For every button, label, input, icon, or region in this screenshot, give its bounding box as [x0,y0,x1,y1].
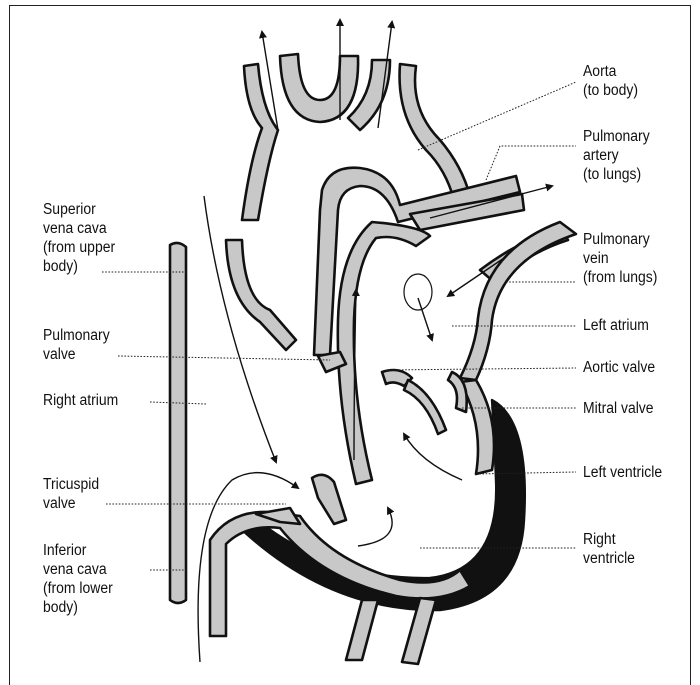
superior-vena-cava-vessel [226,240,296,350]
flow-arrow-left-atrium [418,298,432,340]
pulmonary-vein-opening [404,274,432,310]
leader-pulmonary-valve [118,356,330,360]
left-heart-wall [460,222,576,380]
label-inferior-vena-cava: Inferior vena cava (from lower body) [43,541,113,617]
aorta-arch-u [280,54,358,122]
label-aortic-valve: Aortic valve [583,358,655,377]
vena-cava-wall [170,243,186,603]
label-pulmonary-vein: Pulmonary vein (from lungs) [583,230,657,287]
inferior-vessel-left [346,600,378,660]
flow-arrow-right-ventricle [358,508,392,546]
label-pulmonary-valve: Pulmonary valve [43,326,110,364]
label-left-atrium: Left atrium [583,316,649,335]
flow-arrow-left-ventricle [404,434,462,480]
label-right-atrium: Right atrium [43,391,118,410]
label-tricuspid-valve: Tricuspid valve [43,475,99,513]
label-superior-vena-cava: Superior vena cava (from upper body) [43,200,115,276]
tricuspid-valve-papillary [312,475,346,524]
label-left-ventricle: Left ventricle [583,463,662,482]
label-pulmonary-artery: Pulmonary artery (to lungs) [583,127,650,184]
leader-aorta [418,82,576,150]
leader-left-ventricle [476,472,576,474]
leader-pulmonary-artery [486,146,576,180]
interventricular-septum [338,222,430,484]
label-right-ventricle: Right ventricle [583,530,635,568]
mitral-valve-leaflet-left [404,380,446,434]
label-mitral-valve: Mitral valve [583,399,654,418]
aorta-branch-left [242,64,278,220]
label-aorta: Aorta (to body) [583,62,638,100]
